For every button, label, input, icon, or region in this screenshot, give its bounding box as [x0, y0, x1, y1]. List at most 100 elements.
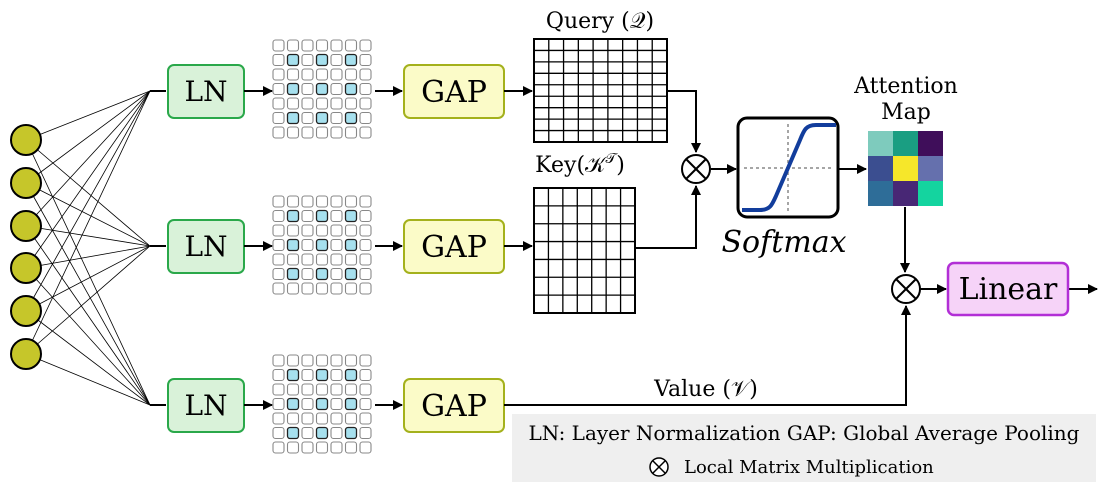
attention-cell	[868, 181, 893, 206]
feature-cell	[344, 253, 358, 266]
feature-cell	[330, 126, 343, 139]
matmul-legend-icon	[649, 457, 669, 477]
feature-cell	[315, 253, 329, 266]
feature-cell	[330, 209, 343, 223]
feature-cell	[359, 111, 372, 125]
linear-block: Linear	[946, 261, 1070, 317]
feature-cell	[344, 397, 358, 411]
attention-cell	[868, 131, 893, 156]
feature-cell	[286, 97, 300, 110]
gap-label: GAP	[421, 75, 487, 110]
feature-cell	[315, 383, 329, 396]
feature-cell	[272, 253, 285, 266]
feature-cell	[330, 383, 343, 396]
ln-label: LN	[184, 230, 227, 263]
ln-block-2: LN	[167, 219, 245, 274]
gap-block-3: GAP	[403, 378, 505, 433]
feature-cell	[344, 209, 358, 223]
feature-cell	[301, 368, 314, 382]
feature-cell	[286, 267, 300, 281]
feature-cell	[330, 282, 343, 295]
feature-cell	[344, 111, 358, 125]
feature-cell	[330, 368, 343, 382]
feature-map-grid-2	[272, 195, 372, 295]
feature-cell	[286, 441, 300, 454]
feature-cell	[359, 209, 372, 223]
feature-cell	[344, 53, 358, 67]
feature-cell	[359, 267, 372, 281]
feature-cell	[330, 111, 343, 125]
ln-block-3: LN	[167, 378, 245, 433]
feature-map-grid-1	[272, 39, 372, 139]
key-label: Key(𝒦𝒯)	[535, 151, 625, 178]
attention-cell	[893, 181, 918, 206]
feature-cell	[315, 368, 329, 382]
feature-cell	[344, 82, 358, 96]
feature-cell	[286, 426, 300, 440]
feature-cell	[315, 426, 329, 440]
legend-background	[512, 414, 1096, 482]
feature-cell	[315, 195, 329, 208]
feature-cell	[272, 267, 285, 281]
feature-cell	[301, 267, 314, 281]
feature-cell	[286, 238, 300, 252]
feature-cell	[330, 195, 343, 208]
feature-cell	[344, 354, 358, 367]
feature-cell	[301, 82, 314, 96]
feature-cell	[301, 68, 314, 81]
feature-cell	[359, 68, 372, 81]
feature-cell	[315, 441, 329, 454]
attention-cell	[918, 181, 943, 206]
linear-label: Linear	[959, 272, 1058, 307]
feature-cell	[286, 195, 300, 208]
attention-cell	[918, 156, 943, 181]
feature-cell	[344, 267, 358, 281]
feature-cell	[286, 126, 300, 139]
softmax-plot	[736, 116, 840, 219]
feature-cell	[301, 39, 314, 52]
feature-cell	[330, 82, 343, 96]
feature-cell	[344, 97, 358, 110]
feature-cell	[344, 426, 358, 440]
feature-cell	[272, 68, 285, 81]
feature-cell	[359, 53, 372, 67]
feature-cell	[315, 97, 329, 110]
feature-cell	[315, 282, 329, 295]
feature-cell	[344, 383, 358, 396]
feature-cell	[301, 53, 314, 67]
feature-cell	[344, 441, 358, 454]
feature-cell	[272, 368, 285, 382]
feature-cell	[286, 253, 300, 266]
feature-cell	[359, 82, 372, 96]
gap-label: GAP	[421, 389, 487, 424]
feature-cell	[315, 267, 329, 281]
attention-cell	[893, 156, 918, 181]
feature-cell	[315, 53, 329, 67]
feature-cell	[359, 412, 372, 425]
feature-cell	[344, 238, 358, 252]
feature-cell	[330, 97, 343, 110]
feature-cell	[301, 412, 314, 425]
feature-cell	[330, 224, 343, 237]
feature-cell	[359, 97, 372, 110]
feature-cell	[315, 354, 329, 367]
feature-cell	[301, 224, 314, 237]
feature-cell	[359, 224, 372, 237]
feature-cell	[315, 238, 329, 252]
feature-cell	[272, 441, 285, 454]
feature-cell	[286, 68, 300, 81]
feature-cell	[359, 39, 372, 52]
input-node	[10, 338, 42, 370]
feature-cell	[330, 238, 343, 252]
feature-cell	[272, 97, 285, 110]
feature-cell	[272, 426, 285, 440]
feature-cell	[315, 39, 329, 52]
feature-cell	[315, 68, 329, 81]
feature-cell	[301, 195, 314, 208]
feature-cell	[315, 126, 329, 139]
feature-cell	[272, 397, 285, 411]
feature-cell	[301, 126, 314, 139]
input-node	[10, 252, 42, 284]
